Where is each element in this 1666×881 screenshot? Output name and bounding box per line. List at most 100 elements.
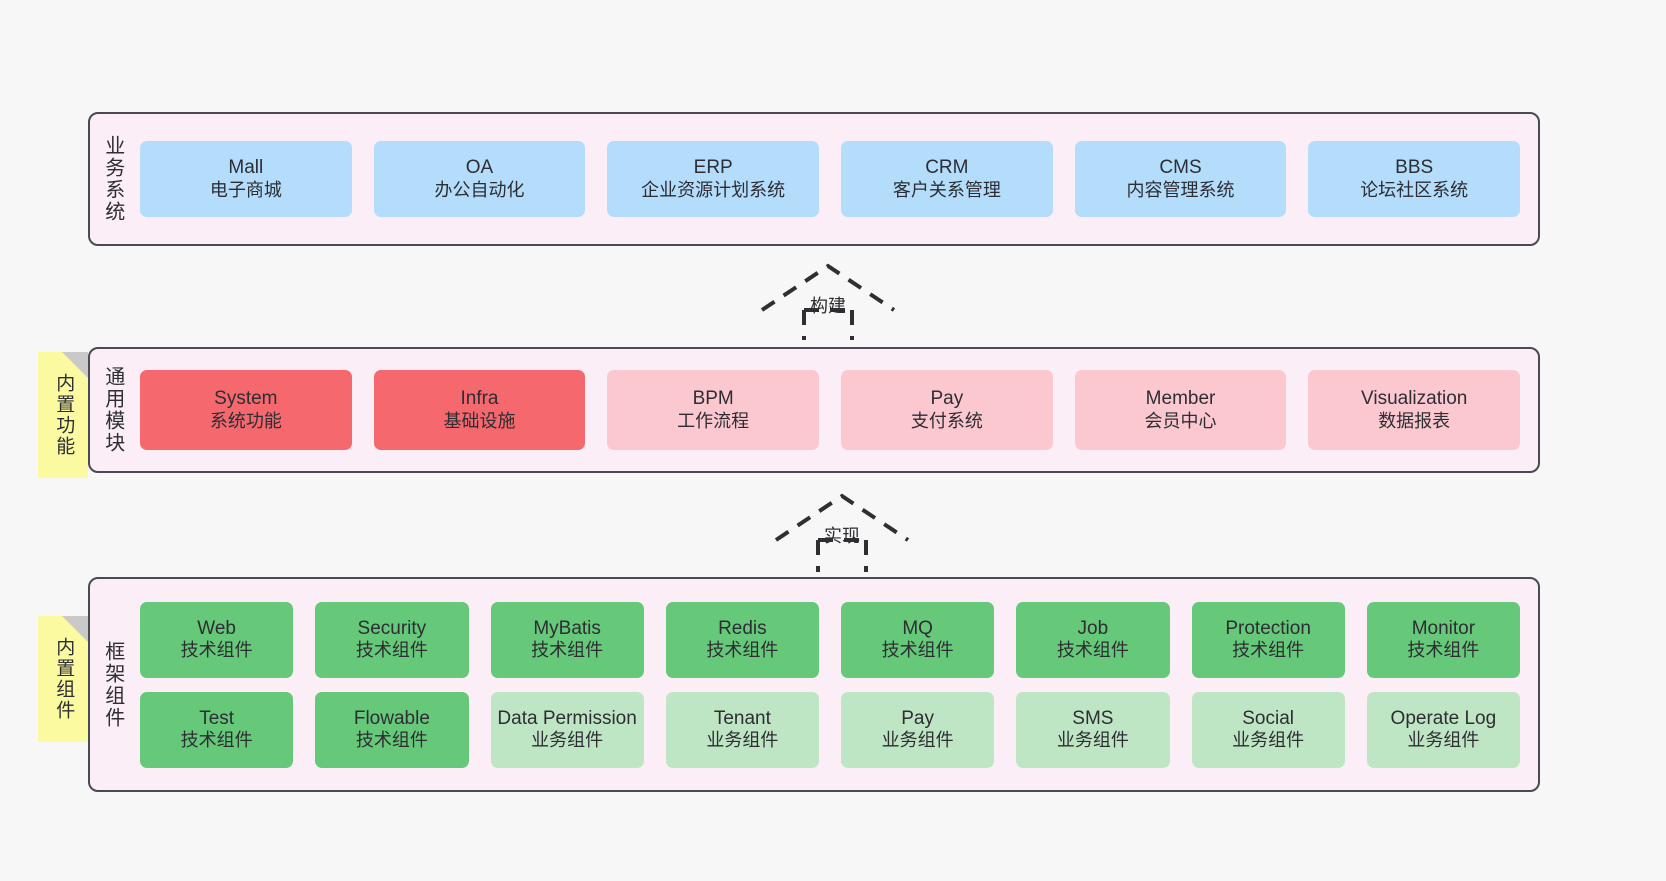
sticky-note-label: 内置组件	[53, 637, 75, 721]
card-subtitle: 技术组件	[1056, 640, 1129, 661]
card-data-permission[interactable]: Data Permission 业务组件	[490, 691, 644, 768]
card-title: Job	[1077, 617, 1109, 639]
arrowhead-dashed-open	[774, 493, 910, 542]
row-business-systems: Mall 电子商城 OA 办公自动化 ERP 企业资源计划系统 CRM 客户关系…	[140, 141, 1521, 217]
card-subtitle: 办公自动化	[434, 179, 525, 200]
layer-title-framework-components: 框架组件	[101, 640, 124, 729]
card-subtitle: 基础设施	[443, 410, 516, 431]
card-subtitle: 技术组件	[1407, 640, 1480, 661]
card-subtitle: 论坛社区系统	[1360, 179, 1469, 200]
card-subtitle: 支付系统	[910, 410, 983, 431]
card-title: Tenant	[713, 707, 771, 729]
card-subtitle: 技术组件	[180, 640, 253, 661]
card-title: Infra	[460, 388, 499, 410]
connector-build: 构建	[758, 262, 898, 340]
card-title: Test	[199, 707, 235, 729]
card-job[interactable]: Job 技术组件	[1016, 601, 1170, 678]
card-operate-log[interactable]: Operate Log 业务组件	[1366, 691, 1520, 768]
card-subtitle: 内容管理系统	[1126, 179, 1235, 200]
card-social[interactable]: Social 业务组件	[1191, 691, 1345, 768]
card-title: Mall	[228, 157, 264, 179]
card-title: Pay	[901, 707, 934, 729]
card-subtitle: 技术组件	[531, 640, 604, 661]
card-title: CMS	[1159, 157, 1202, 179]
card-pay[interactable]: Pay 支付系统	[841, 370, 1053, 450]
row-technical-components: Web 技术组件 Security 技术组件 MyBatis 技术组件 Redi…	[140, 601, 1520, 678]
card-title: Monitor	[1411, 617, 1476, 639]
card-subtitle: 业务组件	[1407, 730, 1480, 751]
card-title: BBS	[1395, 157, 1434, 179]
sticky-note-builtin-features: 内置功能	[38, 352, 88, 478]
layer-body-framework-components: Web 技术组件 Security 技术组件 MyBatis 技术组件 Redi…	[134, 579, 1538, 790]
card-erp[interactable]: ERP 企业资源计划系统	[607, 141, 820, 217]
layer-business-systems: 业务系统 Mall 电子商城 OA 办公自动化 ERP 企业资源计划系统 CRM…	[88, 112, 1540, 246]
card-title: Security	[357, 617, 427, 639]
card-web[interactable]: Web 技术组件	[140, 601, 294, 678]
connector-implement-label: 实现	[824, 526, 860, 546]
card-title: Visualization	[1361, 388, 1468, 410]
card-system[interactable]: System 系统功能	[140, 370, 352, 450]
card-title: System	[214, 388, 278, 410]
card-subtitle: 技术组件	[1232, 640, 1305, 661]
card-redis[interactable]: Redis 技术组件	[665, 601, 819, 678]
card-mybatis[interactable]: MyBatis 技术组件	[490, 601, 644, 678]
connector-build-label: 构建	[810, 296, 846, 316]
layer-body-common-modules: System 系统功能 Infra 基础设施 BPM 工作流程 Pay 支付系统…	[134, 349, 1538, 471]
card-crm[interactable]: CRM 客户关系管理	[841, 141, 1053, 217]
card-flowable[interactable]: Flowable 技术组件	[315, 691, 469, 768]
card-test[interactable]: Test 技术组件	[140, 691, 294, 768]
card-subtitle: 技术组件	[706, 640, 779, 661]
card-member[interactable]: Member 会员中心	[1074, 370, 1287, 450]
folded-corner-icon	[62, 352, 88, 378]
card-infra[interactable]: Infra 基础设施	[373, 370, 586, 450]
card-security[interactable]: Security 技术组件	[315, 601, 469, 678]
card-subtitle: 会员中心	[1144, 410, 1217, 431]
card-pay-component[interactable]: Pay 业务组件	[841, 691, 995, 768]
card-subtitle: 技术组件	[355, 730, 428, 751]
card-title: Web	[197, 617, 236, 639]
card-oa[interactable]: OA 办公自动化	[373, 141, 586, 217]
card-cms[interactable]: CMS 内容管理系统	[1074, 141, 1287, 217]
card-subtitle: 业务组件	[881, 730, 954, 751]
card-mall[interactable]: Mall 电子商城	[140, 141, 352, 217]
layer-framework-components: 框架组件 Web 技术组件 Security 技术组件 MyBatis 技术组件…	[88, 577, 1540, 792]
card-subtitle: 业务组件	[1056, 730, 1129, 751]
sticky-note-label: 内置功能	[53, 373, 75, 457]
card-protection[interactable]: Protection 技术组件	[1191, 601, 1345, 678]
card-title: Operate Log	[1390, 707, 1497, 729]
card-subtitle: 技术组件	[881, 640, 954, 661]
card-monitor[interactable]: Monitor 技术组件	[1366, 601, 1520, 678]
row-business-components: Test 技术组件 Flowable 技术组件 Data Permission …	[140, 691, 1520, 768]
layer-common-modules: 通用模块 System 系统功能 Infra 基础设施 BPM 工作流程 Pay…	[88, 347, 1540, 473]
card-subtitle: 客户关系管理	[892, 179, 1001, 200]
card-title: CRM	[925, 157, 969, 179]
card-visualization[interactable]: Visualization 数据报表	[1308, 370, 1521, 450]
card-title: OA	[465, 157, 494, 179]
card-sms[interactable]: SMS 业务组件	[1016, 691, 1170, 768]
card-title: Member	[1145, 388, 1216, 410]
folded-corner-icon	[62, 616, 88, 642]
sticky-note-builtin-components: 内置组件	[38, 616, 88, 742]
card-subtitle: 电子商城	[209, 179, 282, 200]
card-subtitle: 工作流程	[677, 410, 750, 431]
card-subtitle: 技术组件	[355, 640, 428, 661]
card-subtitle: 数据报表	[1378, 410, 1451, 431]
layer-title-business-systems: 业务系统	[101, 135, 124, 223]
card-title: MyBatis	[533, 617, 601, 639]
card-title: Protection	[1225, 617, 1311, 639]
card-bpm[interactable]: BPM 工作流程	[607, 370, 820, 450]
arrowhead-dashed-open	[760, 263, 896, 312]
card-subtitle: 业务组件	[1232, 730, 1305, 751]
connector-implement: 实现	[772, 492, 912, 572]
layer-body-business-systems: Mall 电子商城 OA 办公自动化 ERP 企业资源计划系统 CRM 客户关系…	[134, 114, 1538, 244]
card-mq[interactable]: MQ 技术组件	[841, 601, 995, 678]
card-subtitle: 业务组件	[706, 730, 779, 751]
card-title: Social	[1242, 707, 1294, 729]
card-title: ERP	[693, 157, 733, 179]
card-title: Redis	[718, 617, 767, 639]
card-tenant[interactable]: Tenant 业务组件	[665, 691, 819, 768]
card-title: Flowable	[353, 707, 430, 729]
card-subtitle: 企业资源计划系统	[641, 179, 786, 200]
card-bbs[interactable]: BBS 论坛社区系统	[1308, 141, 1521, 217]
